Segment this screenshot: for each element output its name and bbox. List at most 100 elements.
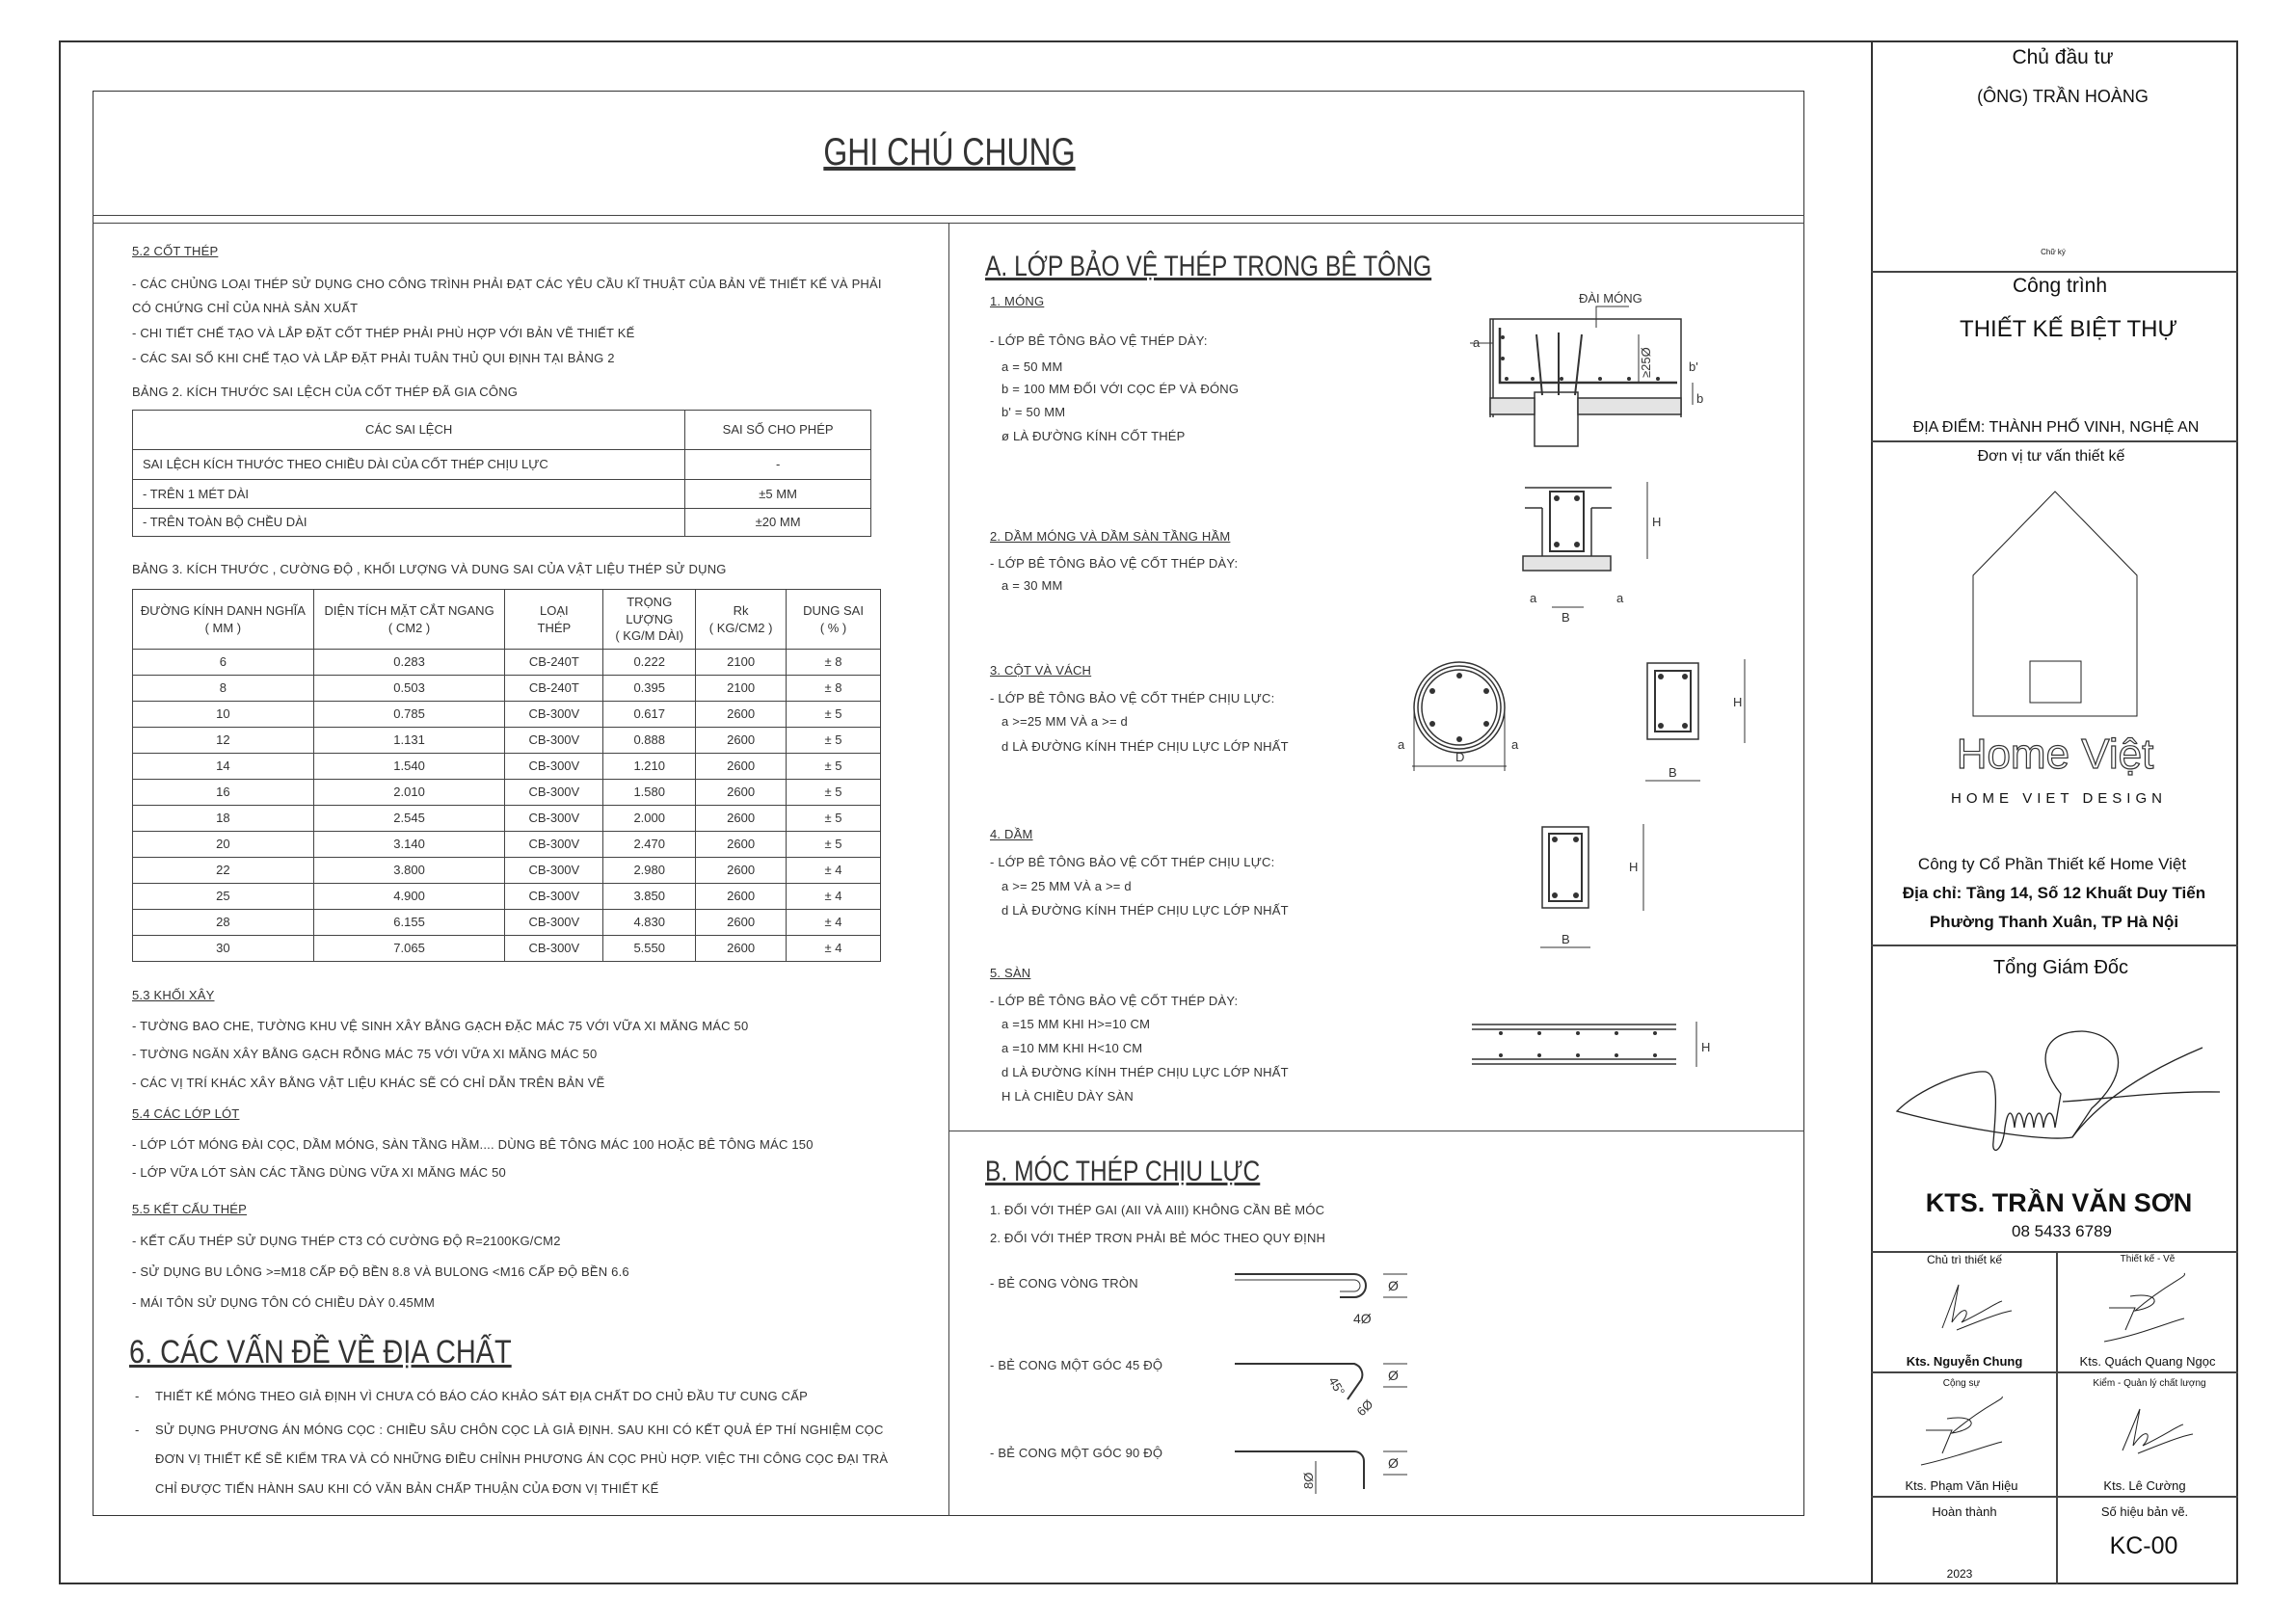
item-line: b = 100 MM ĐỐI VỚI CỌC ÉP VÀ ĐÓNG <box>1001 382 1240 396</box>
table-cell: CB-300V <box>504 779 604 806</box>
item-line: - LỚP BÊ TÔNG BẢO VỆ CỐT THÉP CHỊU LỰC: <box>990 691 1275 705</box>
role-label: Kiểm - Quản lý chất lượng <box>2093 1378 2206 1389</box>
company-name: Công ty Cổ Phần Thiết kế Home Việt <box>1917 855 2187 873</box>
item-cot-title: 3. CỘT VÀ VÁCH <box>990 663 1092 678</box>
table-cell: 2600 <box>695 779 788 806</box>
label-D: D <box>1455 750 1464 764</box>
table-cell: ± 4 <box>786 935 881 962</box>
project-name: THIẾT KẾ BIỆT THỰ <box>1960 316 2177 342</box>
section-5-4-line: - LỚP VỮA LÓT SÀN CÁC TẦNG DÙNG VỮA XI M… <box>132 1165 506 1180</box>
table-cell: ± 5 <box>786 753 881 780</box>
table-header-cell: SAI SỐ CHO PHÉP <box>684 410 871 450</box>
table-cell: CB-300V <box>504 935 604 962</box>
section-b-heading: B. MÓC THÉP CHỊU LỰC <box>985 1156 1261 1187</box>
director-phone: 08 5433 6789 <box>2012 1222 2112 1240</box>
director-signature <box>1895 1030 2221 1152</box>
page-title: GHI CHÚ CHUNG <box>823 131 1076 173</box>
table-cell: ±5 MM <box>684 479 871 509</box>
table-cell: 2600 <box>695 701 788 728</box>
drawing-number-label: Số hiệu bản vẽ. <box>2100 1504 2189 1519</box>
label-a: a <box>1511 737 1519 752</box>
header-line: DIỆN TÍCH MẶT CẮT NGANG <box>324 602 494 618</box>
table-cell: 0.617 <box>602 701 697 728</box>
tb-row-line <box>1871 440 2238 442</box>
item-line: a =10 MM KHI H<10 CM <box>1001 1041 1143 1055</box>
table-cell: - <box>684 449 871 480</box>
label-H: H <box>1629 860 1638 874</box>
rect-column-diagram: H B <box>1645 659 1746 782</box>
label-dai-mong: ĐÀI MÓNG <box>1579 291 1642 306</box>
label-a: a <box>1398 737 1405 752</box>
table-cell: CB-300V <box>504 883 604 910</box>
tb-row-line <box>1871 1251 2238 1253</box>
tb-col-line <box>2056 1251 2058 1584</box>
hook-90-diagram: Ø 8Ø <box>1235 1450 1407 1494</box>
label-4phi: 4Ø <box>1353 1311 1372 1326</box>
company-address-2: Phường Thanh Xuân, TP Hà Nội <box>1929 913 2179 931</box>
label-B: B <box>1669 765 1677 780</box>
table-cell: 2600 <box>695 883 788 910</box>
item-line: a = 50 MM <box>1001 359 1063 374</box>
header-line: ĐƯỜNG KÍNH DANH NGHĨA <box>140 602 306 618</box>
section-5-2-line: - CÁC SAI SỐ KHI CHẾ TẠO VÀ LẮP ĐẶT PHẢI… <box>132 351 615 365</box>
section-5-2-line: - CHI TIẾT CHẾ TẠO VÀ LẮP ĐẶT CỐT THÉP P… <box>132 326 635 340</box>
header-line: DUNG SAI <box>803 602 864 618</box>
section-5-5-line: - MÁI TÔN SỬ DỤNG TÔN CÓ CHIỀU DÀY 0.45M… <box>132 1295 436 1310</box>
item-line: b' = 50 MM <box>1001 405 1066 419</box>
signature-nguyen-chung <box>1941 1284 2013 1331</box>
table-cell: ± 8 <box>786 675 881 702</box>
signature-pham-van-hieu <box>1920 1396 2003 1466</box>
label-B: B <box>1562 932 1570 946</box>
bullet-dash: - <box>135 1423 140 1437</box>
table-cell: 4.900 <box>312 883 506 910</box>
section-6-heading: 6. CÁC VẤN ĐỀ VỀ ĐỊA CHẤT <box>129 1334 512 1370</box>
section-5-2-heading: 5.2 CỐT THÉP <box>132 244 219 258</box>
project-label: Công trình <box>2012 275 2108 297</box>
item-line: - LỚP BÊ TÔNG BẢO VỆ CỐT THÉP DÀY: <box>990 994 1239 1008</box>
table-row: - TRÊN 1 MÉT DÀI±5 MM <box>131 479 871 509</box>
label-H: H <box>1701 1040 1710 1054</box>
table-cell: 0.283 <box>312 649 506 676</box>
item-line: ø LÀ ĐƯỜNG KÍNH CỐT THÉP <box>1001 429 1186 443</box>
table-cell: 6.155 <box>312 909 506 936</box>
table-cell: CB-300V <box>504 831 604 858</box>
table-3-caption: BẢNG 3. KÍCH THƯỚC , CƯỜNG ĐỘ , KHỐI LƯỢ… <box>132 562 727 576</box>
label-B: B <box>1562 610 1570 625</box>
section-6-line: ĐƠN VỊ THIẾT KẾ SẼ KIỂM TRA VÀ CÓ NHỮNG … <box>155 1451 889 1466</box>
table-cell: 14 <box>132 753 314 780</box>
table-cell: 1.210 <box>602 753 697 780</box>
role-name: Kts. Lê Cường <box>2103 1478 2186 1493</box>
table-row: SAI LỆCH KÍCH THƯỚC THEO CHIỀU DÀI CỦA C… <box>131 449 871 480</box>
section-5-2-line: - CÁC CHỦNG LOẠI THÉP SỬ DỤNG CHO CÔNG T… <box>132 277 882 291</box>
table-cell: - TRÊN 1 MÉT DÀI <box>131 479 686 509</box>
table-header-cell: DUNG SAI( % ) <box>786 589 881 650</box>
table-cell: 0.222 <box>602 649 697 676</box>
item-line: a >=25 MM VÀ a >= d <box>1001 714 1128 729</box>
table-header-cell: ĐƯỜNG KÍNH DANH NGHĨA( MM ) <box>132 589 314 650</box>
label-min-25phi: ≥25Ø <box>1639 347 1653 378</box>
title-block-divider <box>1871 40 1873 1584</box>
section-5-5-line: - SỬ DỤNG BU LÔNG >=M18 CẤP ĐỘ BỀN 8.8 V… <box>132 1264 629 1279</box>
table-cell: ± 5 <box>786 779 881 806</box>
section-5-3-line: - TƯỜNG NGĂN XÂY BẰNG GẠCH RỖNG MÁC 75 V… <box>132 1047 598 1061</box>
section-b-line: 2. ĐỐI VỚI THÉP TRƠN PHẢI BẺ MÓC THEO QU… <box>990 1231 1326 1245</box>
label-a: a <box>1616 591 1624 605</box>
table-cell: ± 4 <box>786 909 881 936</box>
consultant-label: Đơn vị tư vấn thiết kế <box>1977 448 2125 465</box>
table-cell: 2600 <box>695 753 788 780</box>
pile-cap-diagram: ĐÀI MÓNG ≥25Ø a b' b <box>1470 291 1703 447</box>
table-header-cell: CÁC SAI LỆCH <box>131 410 686 450</box>
item-line: - LỚP BÊ TÔNG BẢO VỆ THÉP DÀY: <box>990 333 1208 348</box>
role-name: Kts. Nguyễn Chung <box>1906 1354 2023 1369</box>
item-line: a =15 MM KHI H>=10 CM <box>1001 1017 1151 1031</box>
section-5-5-line: - KẾT CẤU THÉP SỬ DỤNG THÉP CT3 CÓ CƯỜNG… <box>132 1234 561 1248</box>
house-logo-icon: Home Việt <box>1956 491 2154 779</box>
label-phi: Ø <box>1388 1368 1399 1383</box>
bend-circle-label: - BẺ CONG VÒNG TRÒN <box>990 1276 1138 1290</box>
table-cell: 0.888 <box>602 727 697 754</box>
